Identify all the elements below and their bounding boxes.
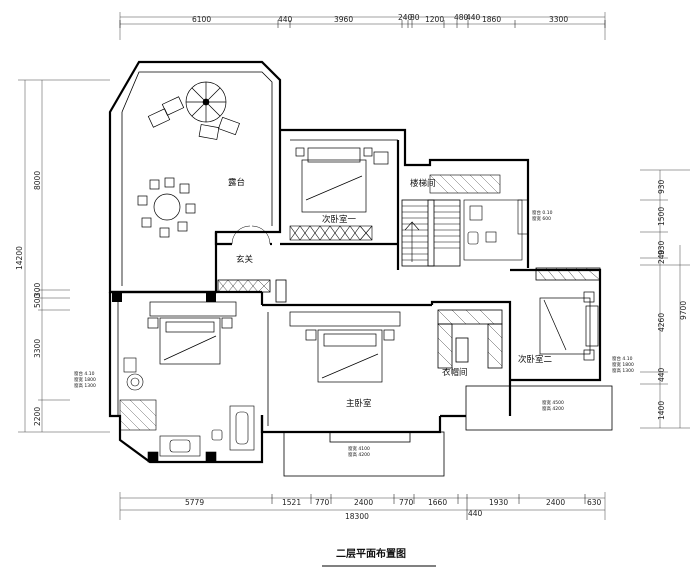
bottom-dim-5: 1660 <box>428 498 447 507</box>
master-bedroom-walls <box>260 303 445 477</box>
room-label-terrace: 露台 <box>228 177 245 188</box>
right-window-note: 窗台 4.10 窗宽 1800 窗高 1300 <box>612 355 634 374</box>
bottom-dim-7: 2400 <box>546 498 565 507</box>
top-dim-8: 1860 <box>482 15 501 24</box>
stair-note-line-0: 窗台 0.10 <box>532 209 553 216</box>
bottom-dim-extra: 440 <box>468 509 483 518</box>
right-dim-5: 9700 <box>679 301 688 320</box>
right-note-line-2: 窗高 1300 <box>612 367 634 374</box>
left-dimension-chain: 8000 14200 300 500 3300 2200 <box>15 79 110 433</box>
top-dim-7: 440 <box>466 13 481 22</box>
right-note-line-1: 窗宽 1800 <box>612 361 634 368</box>
closet-walls <box>430 300 512 416</box>
top-dim-1: 440 <box>278 15 293 24</box>
bottom-dimension-chain: 5779 1521 770 2400 770 1660 1930 2400 63… <box>119 492 606 521</box>
wardrobe-bedroom-1 <box>289 225 373 241</box>
top-dim-9: 3300 <box>549 15 568 24</box>
left-note-line-1: 窗宽 1800 <box>74 376 96 383</box>
west-bedroom-walls <box>108 290 264 464</box>
stairwell <box>401 174 501 267</box>
right-dim-2: 930 <box>657 240 666 255</box>
right-dim-4: 4260 <box>657 313 666 332</box>
west-bathroom <box>119 399 255 463</box>
bottom-dim-4: 770 <box>399 498 414 507</box>
left-note-line-0: 窗台 4.10 <box>74 370 95 377</box>
bed-icon-west-bedroom <box>147 301 237 365</box>
stair-window-note: 窗台 0.10 窗宽 600 <box>532 209 553 222</box>
room-label-stair: 楼梯间 <box>410 178 436 189</box>
bottom-dim-6: 1930 <box>489 498 508 507</box>
bottom-dim-total: 18300 <box>345 512 369 521</box>
top-dim-5: 1200 <box>425 15 444 24</box>
left-dim-2: 300 <box>33 282 42 297</box>
room-label-bedroom-2: 次卧室二 <box>518 354 553 365</box>
left-window-note: 窗台 4.10 窗宽 1800 窗高 1300 <box>74 370 96 389</box>
left-dim-4: 3300 <box>33 339 42 358</box>
left-note-line-2: 窗高 1300 <box>74 382 96 389</box>
bottom-note-a-line-1: 窗高 4200 <box>348 451 370 458</box>
bottom-note-a-line-0: 窗宽 4100 <box>348 445 370 452</box>
bathroom-stair <box>463 199 529 261</box>
left-dim-5: 2200 <box>33 407 42 426</box>
bed-icon-bedroom-1 <box>295 147 389 213</box>
armchair-icon <box>123 357 144 391</box>
umbrella-icon <box>185 81 227 123</box>
master-window-note-a: 窗宽 4100 窗高 4200 <box>348 445 370 458</box>
bedroom-1-walls <box>280 128 530 270</box>
top-dim-3: 240 <box>398 13 413 22</box>
bottom-note-b-line-1: 窗高 4200 <box>542 405 564 412</box>
room-label-bedroom-1: 次卧室一 <box>322 214 357 225</box>
room-label-master: 主卧室 <box>346 398 372 409</box>
room-label-foyer: 玄关 <box>236 254 254 265</box>
right-dim-7: 1400 <box>657 401 666 420</box>
top-dim-4: 80 <box>410 13 420 22</box>
right-dim-1: 1500 <box>657 207 666 226</box>
right-dim-6: 440 <box>657 367 666 382</box>
right-dim-3: 240 <box>657 249 666 264</box>
room-label-closet: 衣帽间 <box>442 367 468 378</box>
right-note-line-0: 窗台 4.10 <box>612 355 633 362</box>
exterior-walls <box>108 60 282 294</box>
lounge-chair-icon <box>147 96 240 140</box>
bottom-dim-0: 5779 <box>185 498 204 507</box>
bottom-dim-1: 1521 <box>282 498 301 507</box>
bedroom-2-walls <box>440 267 613 431</box>
bed-icon-master <box>289 311 401 383</box>
bed-icon-bedroom-2 <box>539 291 599 361</box>
bottom-note-b-line-0: 窗宽 4500 <box>542 399 564 406</box>
bedroom-2-window-note: 窗宽 4500 窗高 4200 <box>542 399 564 412</box>
bottom-dim-8: 630 <box>587 498 602 507</box>
stair-note-line-1: 窗宽 600 <box>532 215 551 222</box>
drawing-title: 二层平面布置图 <box>336 547 406 560</box>
dining-table-icon <box>137 177 196 238</box>
top-dim-6: 480 <box>454 13 469 22</box>
left-dim-1: 14200 <box>15 246 24 270</box>
right-dim-0: 930 <box>657 179 666 194</box>
right-dimension-chain: 930 1500 930 240 4260 9700 440 1400 <box>640 169 690 429</box>
top-dim-2: 3960 <box>334 15 353 24</box>
top-dimension-chain: 6100 440 3960 240 80 1200 480 440 1860 3… <box>119 12 606 40</box>
left-dim-0: 8000 <box>33 171 42 190</box>
bottom-dim-2: 770 <box>315 498 330 507</box>
left-dim-3: 500 <box>33 293 42 308</box>
bottom-dim-3: 2400 <box>354 498 373 507</box>
top-dim-0: 6100 <box>192 15 211 24</box>
